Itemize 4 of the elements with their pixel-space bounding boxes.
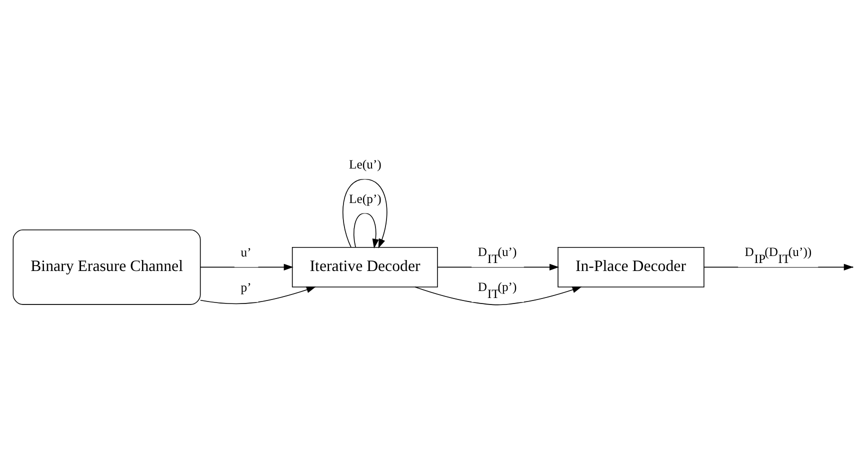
edge-label: u’ — [240, 246, 252, 260]
edge-label: Le(u’) — [349, 158, 382, 172]
edge-label: Le(p’) — [349, 192, 382, 206]
edge-label: p’ — [240, 280, 252, 295]
